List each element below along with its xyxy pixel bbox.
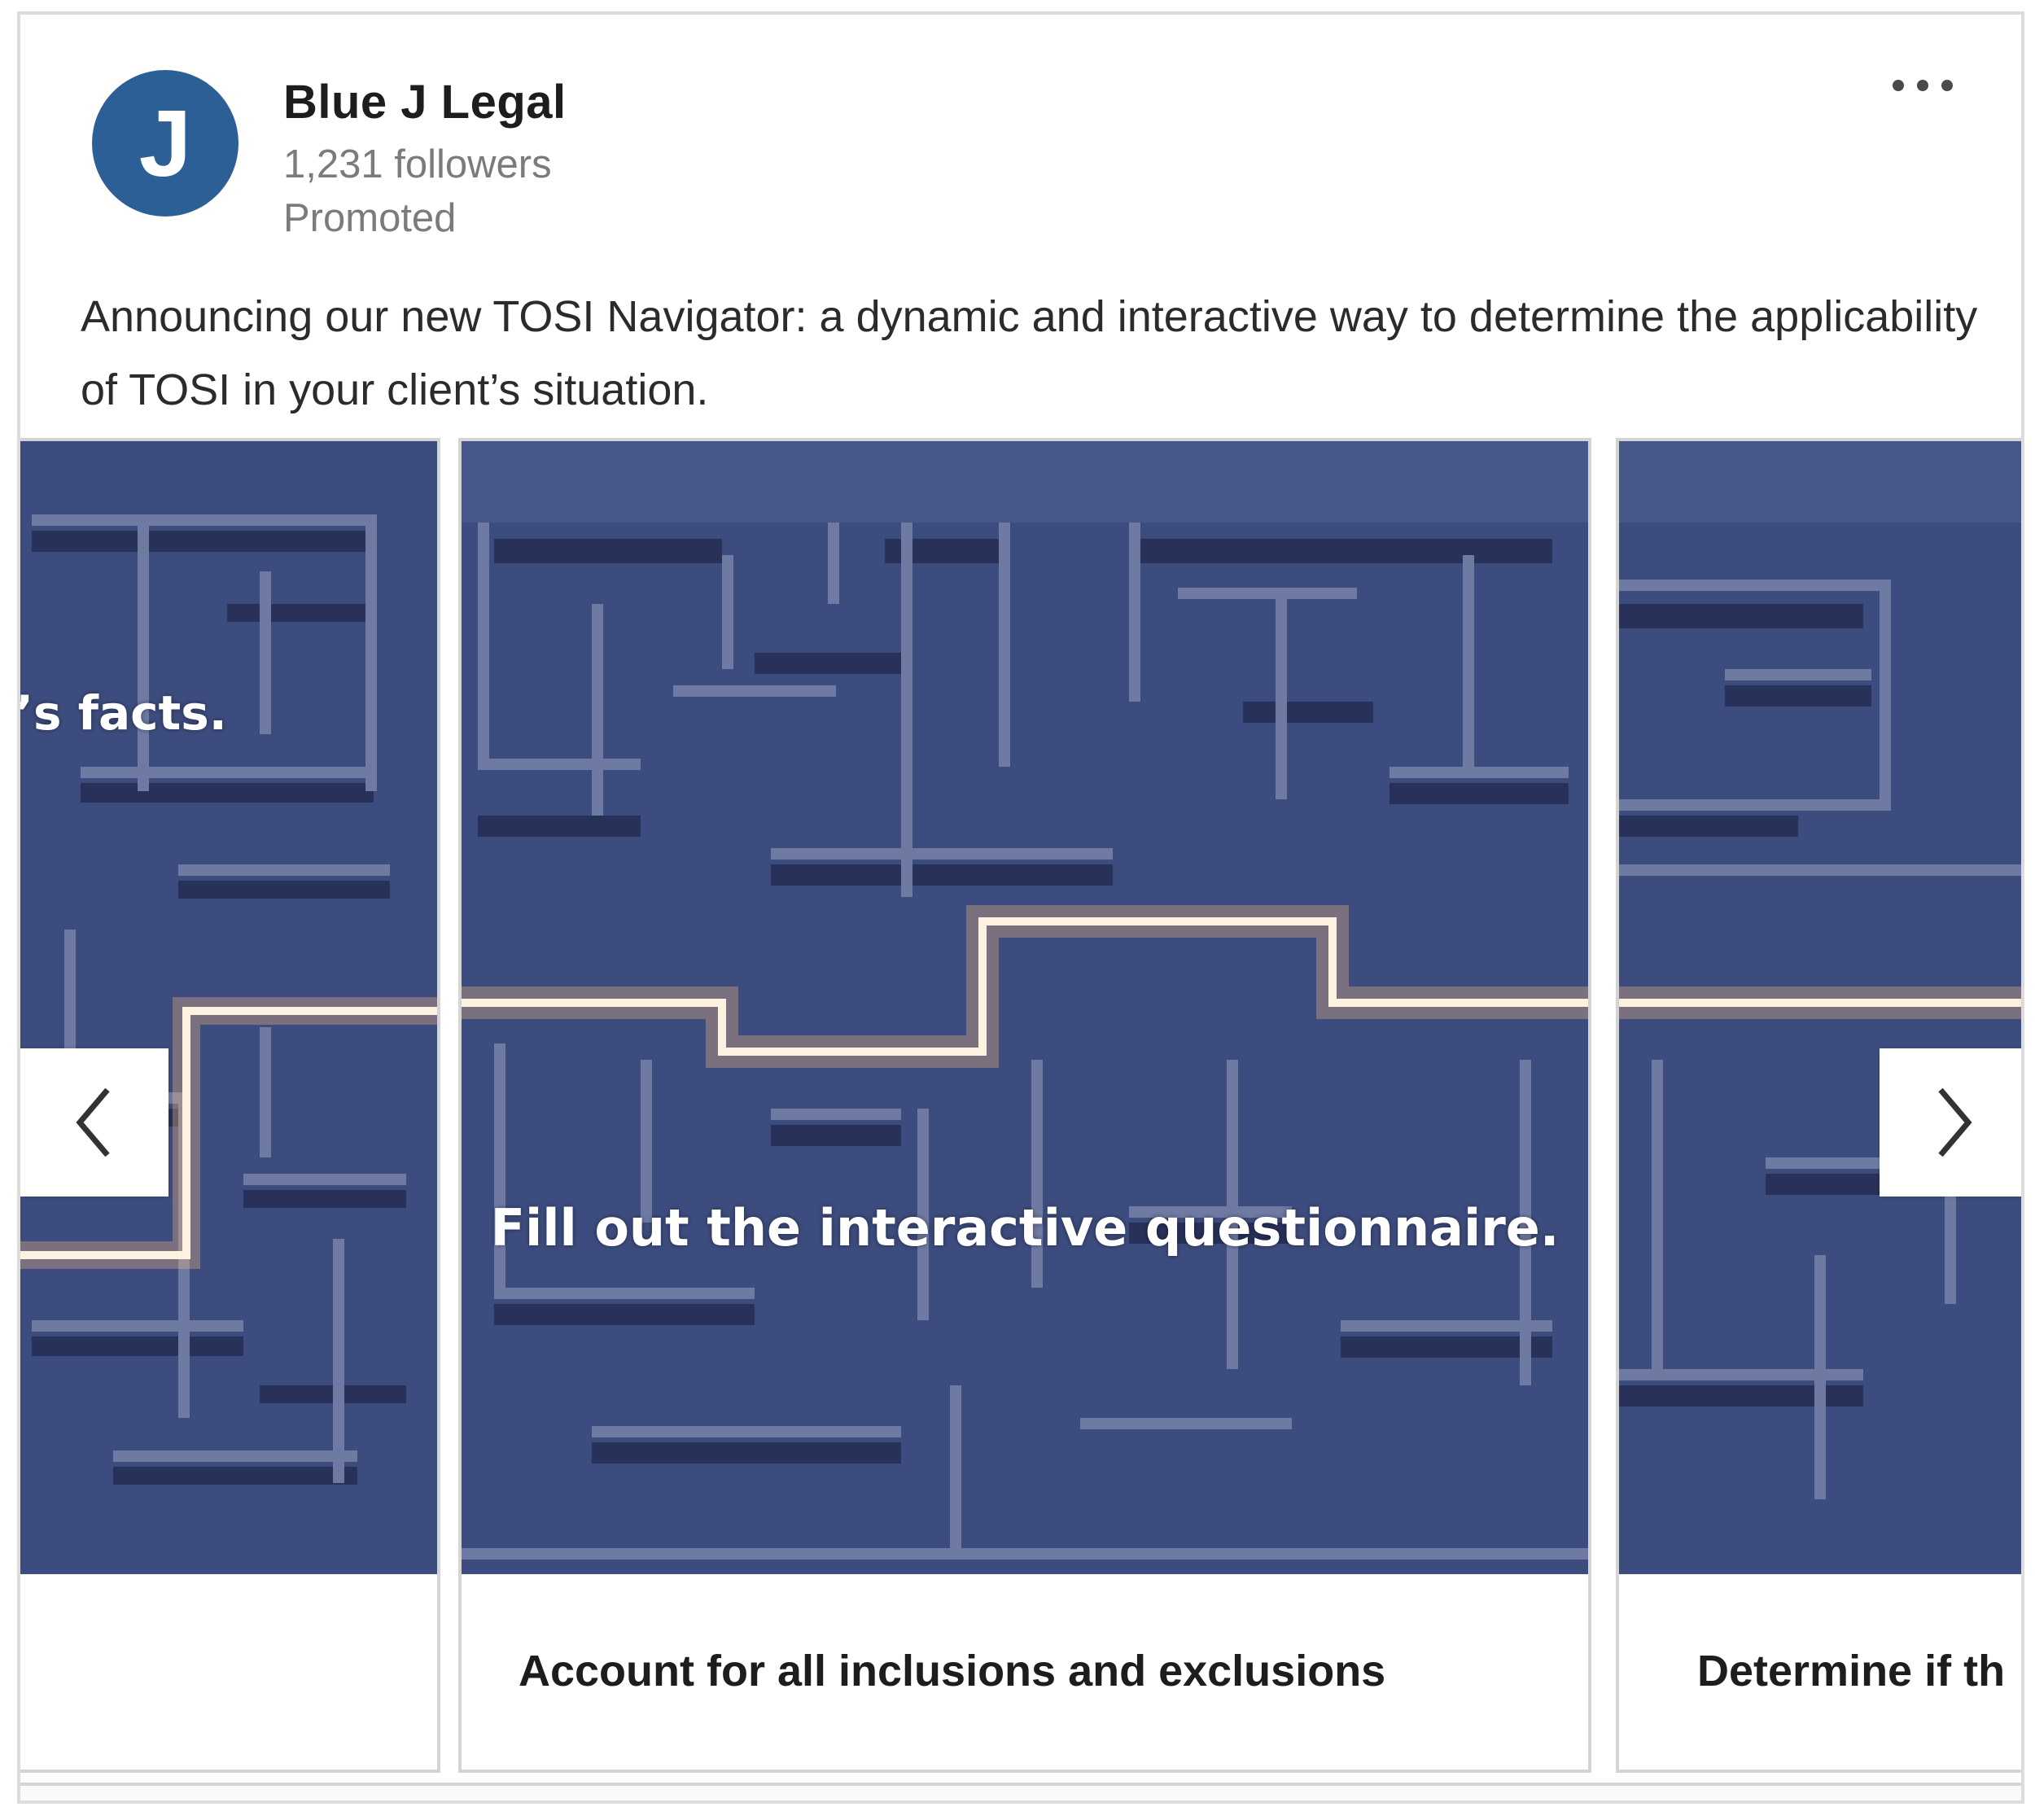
card-overlay-text: ’s facts. (17, 685, 227, 741)
more-horizontal-icon (1941, 80, 1953, 91)
follower-count: 1,231 followers (283, 142, 552, 186)
promoted-label: Promoted (283, 196, 457, 240)
more-options-button[interactable] (1878, 65, 1967, 106)
carousel-next-button[interactable] (1880, 1048, 2021, 1197)
company-name-link[interactable]: Blue J Legal (283, 76, 567, 129)
carousel-prev-button[interactable] (20, 1048, 168, 1197)
card-caption: Determine if th (1697, 1647, 2006, 1695)
chevron-left-icon (76, 1087, 110, 1157)
carousel-card[interactable]: Fill out the interactive questionnaire. … (458, 438, 1591, 1773)
card-overlay-text: Fill out the interactive questionnaire. (490, 1198, 1560, 1258)
image-carousel: ’s facts. (17, 438, 2021, 1789)
card-image (1619, 441, 2021, 1574)
company-avatar[interactable]: J (92, 70, 239, 217)
carousel-card[interactable]: ’s facts. (17, 438, 440, 1773)
more-horizontal-icon (1893, 80, 1904, 91)
post-text: Announcing our new TOSI Navigator: a dyn… (81, 292, 1978, 414)
card-caption: Account for all inclusions and exclusion… (519, 1647, 1386, 1695)
card-footer-divider (20, 1783, 2021, 1800)
sponsored-post-card: J Blue J Legal 1,231 followers Promoted … (17, 11, 2024, 1804)
more-horizontal-icon (1917, 80, 1928, 91)
avatar-initial: J (138, 90, 192, 196)
carousel-card[interactable]: Determine if th (1616, 438, 2021, 1773)
chevron-right-icon (1938, 1087, 1972, 1157)
card-image: ’s facts. (17, 441, 437, 1574)
card-image: Fill out the interactive questionnaire. (462, 441, 1588, 1574)
